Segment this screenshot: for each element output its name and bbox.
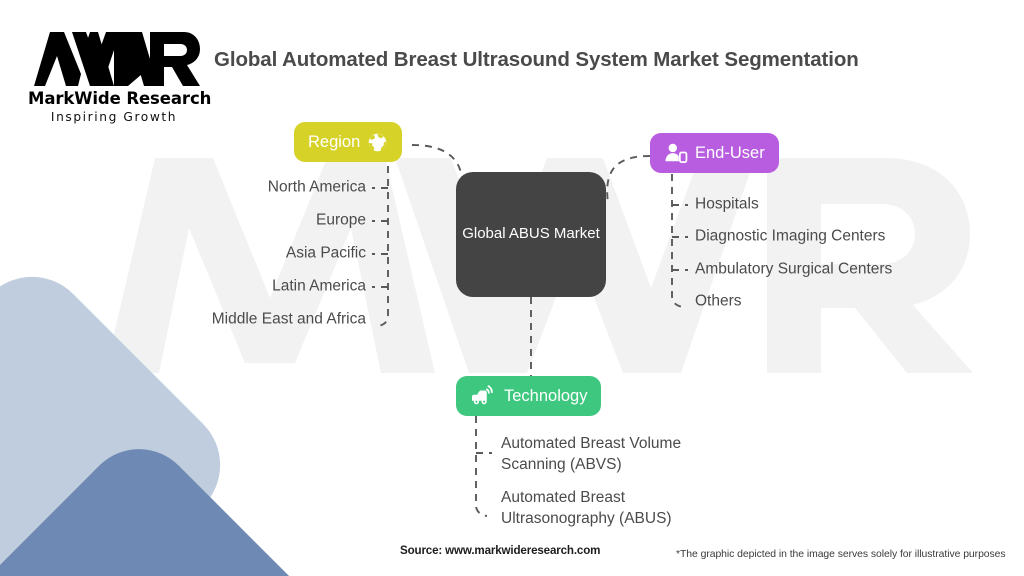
brand-logo: MarkWide Research Inspiring Growth [28,30,212,124]
branch-badge-enduser[interactable]: End-User [650,133,779,173]
leaf-region-5: Middle East and Africa [211,310,366,328]
connector-enduser-to-center [606,155,651,204]
leaf-enduser-1: Hospitals [695,195,759,213]
leaf-region-2: Europe [316,211,366,229]
decorative-shape-light [0,252,245,576]
connector-region-spine [377,166,389,327]
leaf-technology-2: Automated Breast Ultrasonography (ABUS) [501,489,672,527]
leaf-enduser-2: Diagnostic Imaging Centers [695,227,886,245]
mwr-logo-icon [34,32,200,86]
leaf-region-1: North America [267,178,366,196]
center-node-label: Global ABUS Market [462,225,600,243]
page-title: Global Automated Breast Ultrasound Syste… [214,48,859,71]
connector-region-to-center [411,144,464,196]
branch-badge-technology[interactable]: Technology [456,376,602,416]
logo-company-name: MarkWide Research [28,89,212,108]
vehicle-signal-icon [472,385,493,405]
leaf-region-3: Asia Pacific [285,244,366,262]
logo-tagline: Inspiring Growth [50,110,178,124]
branch-label-region: Region [308,132,361,151]
leaf-technology-1: Automated Breast Volume Scanning (ABVS) [501,435,682,473]
user-device-icon [665,143,688,163]
disclaimer-note: *The graphic depicted in the image serve… [676,549,1006,560]
branch-badge-region[interactable]: Region [294,122,403,162]
leaf-enduser-4: Others [695,292,742,310]
leaf-region-4: Latin America [272,277,366,295]
leaf-enduser-3: Ambulatory Surgical Centers [695,260,893,278]
connector-technology-spine [475,416,488,517]
source-credit: Source: www.markwideresearch.com [400,544,601,557]
branch-label-enduser: End-User [695,143,765,162]
center-node[interactable]: Global ABUS Market [456,172,606,297]
connector-enduser-spine [671,174,684,308]
branch-label-technology: Technology [504,386,588,405]
globe-icon [369,133,387,151]
decorative-shape-dark [0,425,345,576]
